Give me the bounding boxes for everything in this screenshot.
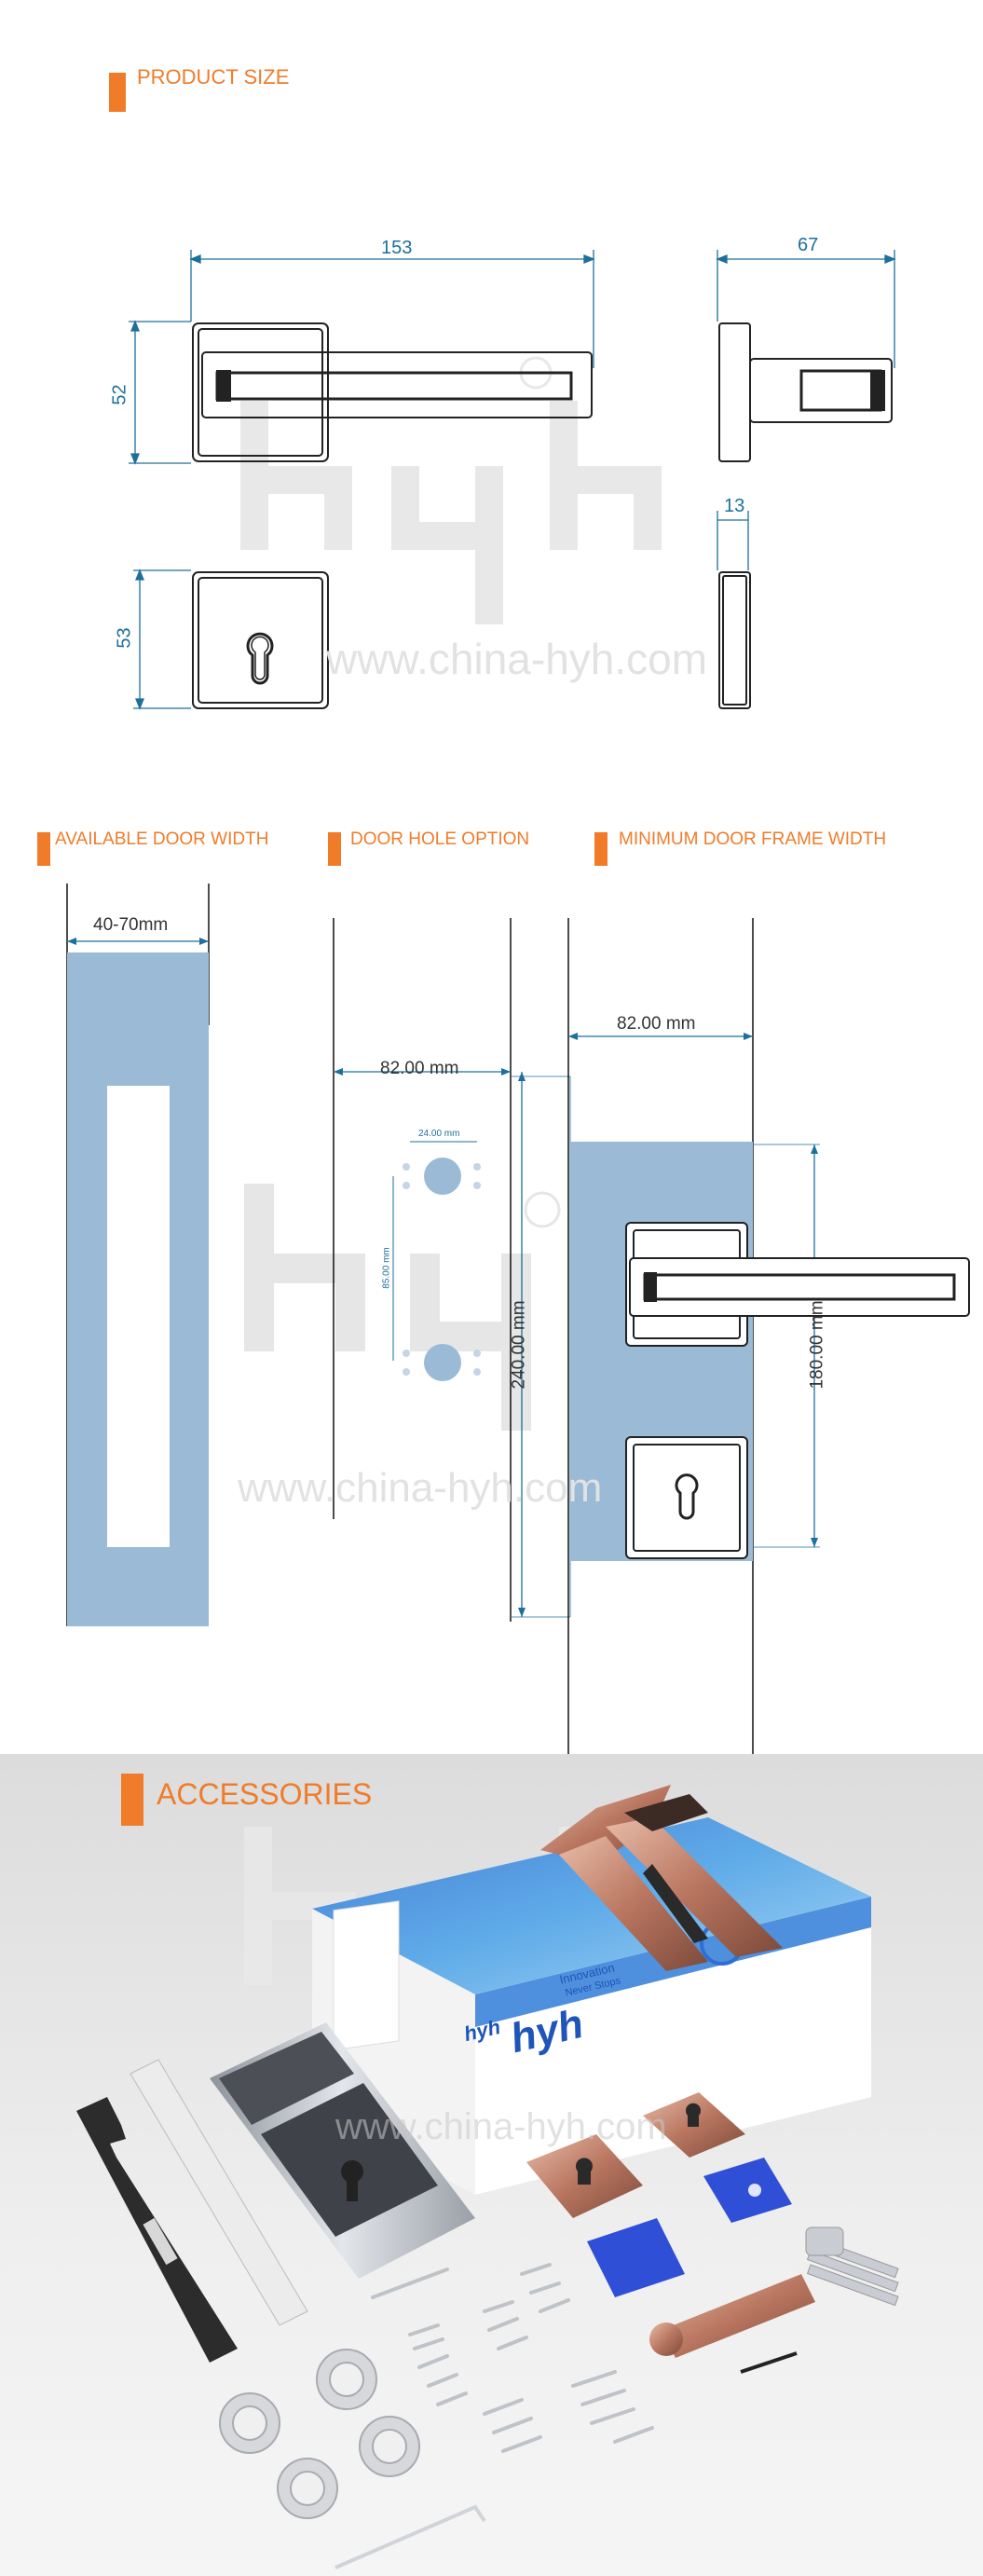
door-frame-diagram (567, 918, 970, 1754)
dim-depth-67: 67 (798, 235, 819, 255)
watermark-url: www.china-hyh.com (326, 635, 708, 683)
door-hole-center-to-center: 240.00 mm (509, 1300, 529, 1390)
handle-front-view (192, 322, 593, 462)
door-hole-vertical-spacing: 85.00 mm (381, 1247, 392, 1289)
strike-plate (76, 2097, 238, 2363)
section-marker (594, 832, 608, 866)
dim-width-153: 153 (381, 238, 413, 258)
watermark-url: www.china-hyh.com (238, 1465, 603, 1511)
spring-roses (219, 2349, 420, 2519)
hyh-watermark-logo (240, 356, 662, 624)
escutcheon-front-view (192, 571, 329, 709)
door-hole-diagram (333, 918, 571, 1622)
door-width-value: 40-70mm (93, 915, 169, 935)
screws (371, 2263, 654, 2453)
door-info-drawing (66, 884, 970, 1754)
dim-height-53: 53 (114, 627, 135, 649)
blue-gaskets (587, 2158, 792, 2297)
door-hole-heading: DOOR HOLE OPTION (350, 829, 530, 849)
door-width-diagram (66, 884, 210, 1626)
door-frame-height: 180.00 mm (807, 1300, 827, 1390)
escutcheon-roses (526, 2092, 745, 2218)
handle-side-view (718, 322, 893, 462)
mortise-lock (130, 2022, 475, 2326)
section-marker (37, 832, 50, 866)
product-size-drawing (129, 250, 896, 710)
dim-height-52: 52 (109, 384, 130, 405)
section-marker (109, 73, 126, 112)
euro-cylinder-with-keys (649, 2227, 899, 2358)
gift-box (312, 1817, 871, 2195)
lever-handles (540, 1785, 783, 1971)
product-size-heading: PRODUCT SIZE (137, 65, 290, 89)
section-marker (121, 1774, 143, 1826)
spindle (740, 2351, 798, 2374)
dim-thickness-13: 13 (724, 496, 745, 516)
escutcheon-side-view (718, 571, 751, 709)
allen-key (334, 2504, 486, 2569)
door-hole-spacing: 24.00 mm (418, 1129, 460, 1139)
accessories-photo (76, 1785, 899, 2569)
watermark-url: www.china-hyh.com (335, 2106, 667, 2147)
door-frame-heading: MINIMUM DOOR FRAME WIDTH (619, 829, 887, 849)
door-hole-backset: 82.00 mm (380, 1059, 459, 1078)
accessories-heading: ACCESSORIES (157, 1777, 373, 1811)
door-frame-value: 82.00 mm (617, 1014, 696, 1034)
section-marker (328, 832, 341, 866)
door-width-heading: AVAILABLE DOOR WIDTH (55, 829, 269, 849)
